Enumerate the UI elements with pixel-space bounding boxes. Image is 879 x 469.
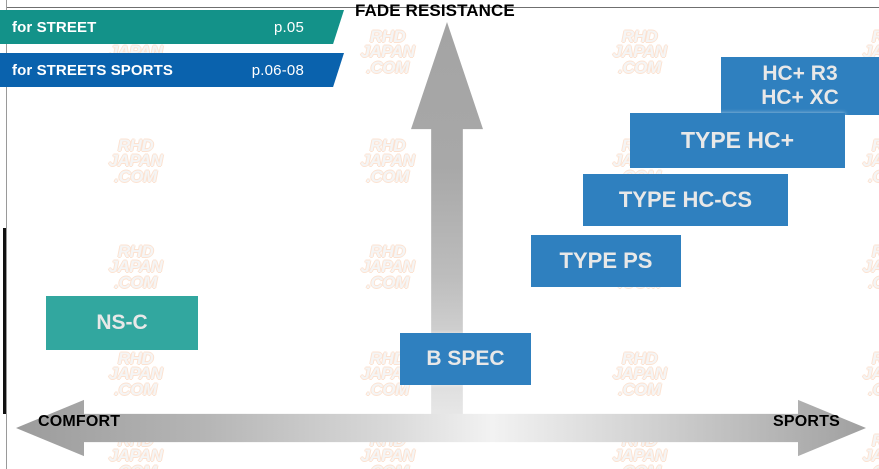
legend-banner-page: p.05 — [274, 18, 304, 36]
watermark-line-1: RHD — [117, 242, 154, 261]
legend-banner-tail — [318, 10, 344, 44]
product-box-label: TYPE PS — [559, 247, 653, 273]
product-box-label: B SPEC — [426, 347, 505, 371]
watermark-line-3: .COM — [618, 57, 661, 77]
product-box-label: HC+ R3 HC+ XC — [761, 62, 839, 109]
watermark-line-1: RHD — [621, 349, 658, 368]
watermark-line-3: .COM — [114, 166, 157, 186]
frame-top-rule — [6, 7, 879, 8]
watermark-line-2: JAPAN — [108, 151, 163, 171]
legend-banner-label: for STREETS SPORTS — [12, 61, 173, 79]
product-box-type-ps[interactable]: TYPE PS — [531, 235, 681, 287]
product-box-label: TYPE HC+ — [680, 126, 795, 153]
watermark-line-3: .COM — [340, 462, 435, 469]
product-box-label: TYPE HC-CS — [618, 186, 753, 212]
product-box-type-hc-plus[interactable]: TYPE HC+ — [630, 113, 845, 168]
legend-banner-for-street[interactable]: for STREET p.05 — [0, 10, 344, 44]
watermark-line-2: JAPAN — [612, 42, 667, 62]
watermark-line-3: .COM — [842, 462, 879, 469]
legend-banner-label: for STREET — [12, 18, 97, 36]
watermark-line-1: RHD — [117, 136, 154, 155]
frame-left-rule — [6, 0, 7, 469]
legend-banner-tail — [318, 53, 344, 87]
double-arrow-icon — [16, 399, 866, 457]
product-box-hc-plus-r3-xc[interactable]: HC+ R3 HC+ XC — [721, 57, 879, 115]
legend-banner-body: for STREET p.05 — [0, 10, 318, 44]
legend-banner-page: p.06-08 — [251, 61, 304, 79]
watermark-line-1: RHD — [621, 27, 658, 46]
watermark-line-2: JAPAN — [108, 257, 163, 277]
product-box-type-hc-cs[interactable]: TYPE HC-CS — [583, 174, 788, 226]
watermark-line-1: RHD — [117, 349, 154, 368]
watermark-line-1: RHD — [842, 350, 879, 368]
watermark-line-2: JAPAN — [612, 364, 667, 384]
axis-label-comfort: COMFORT — [38, 413, 121, 430]
frame-left-accent-rule — [3, 228, 6, 414]
axis-label-sports: SPORTS — [773, 413, 840, 430]
watermark-line-3: .COM — [592, 462, 687, 469]
watermark-line-2: JAPAN — [108, 364, 163, 384]
watermark-line-3: .COM — [868, 166, 879, 186]
product-box-b-spec[interactable]: B SPEC — [400, 333, 531, 385]
watermark-line-3: .COM — [868, 272, 879, 292]
watermark-line-2: JAPAN — [862, 364, 879, 384]
watermark-line-3: .COM — [88, 462, 183, 469]
watermark-line-1: RHD — [842, 28, 879, 46]
watermark-line-3: .COM — [114, 272, 157, 292]
product-box-label: NS-C — [96, 311, 148, 335]
watermark-line-1: RHD — [842, 137, 879, 155]
legend-banner-for-streets-sports[interactable]: for STREETS SPORTS p.06-08 — [0, 53, 344, 87]
legend-banner-body: for STREETS SPORTS p.06-08 — [0, 53, 318, 87]
comfort-sports-axis-arrow — [16, 396, 866, 460]
watermark-line-1: RHD — [842, 243, 879, 261]
watermark-line-2: JAPAN — [862, 257, 879, 277]
watermark-line-2: JAPAN — [862, 151, 879, 171]
product-box-ns-c[interactable]: NS-C — [46, 296, 198, 350]
fade-resistance-axis-label: FADE RESISTANCE — [355, 1, 515, 20]
